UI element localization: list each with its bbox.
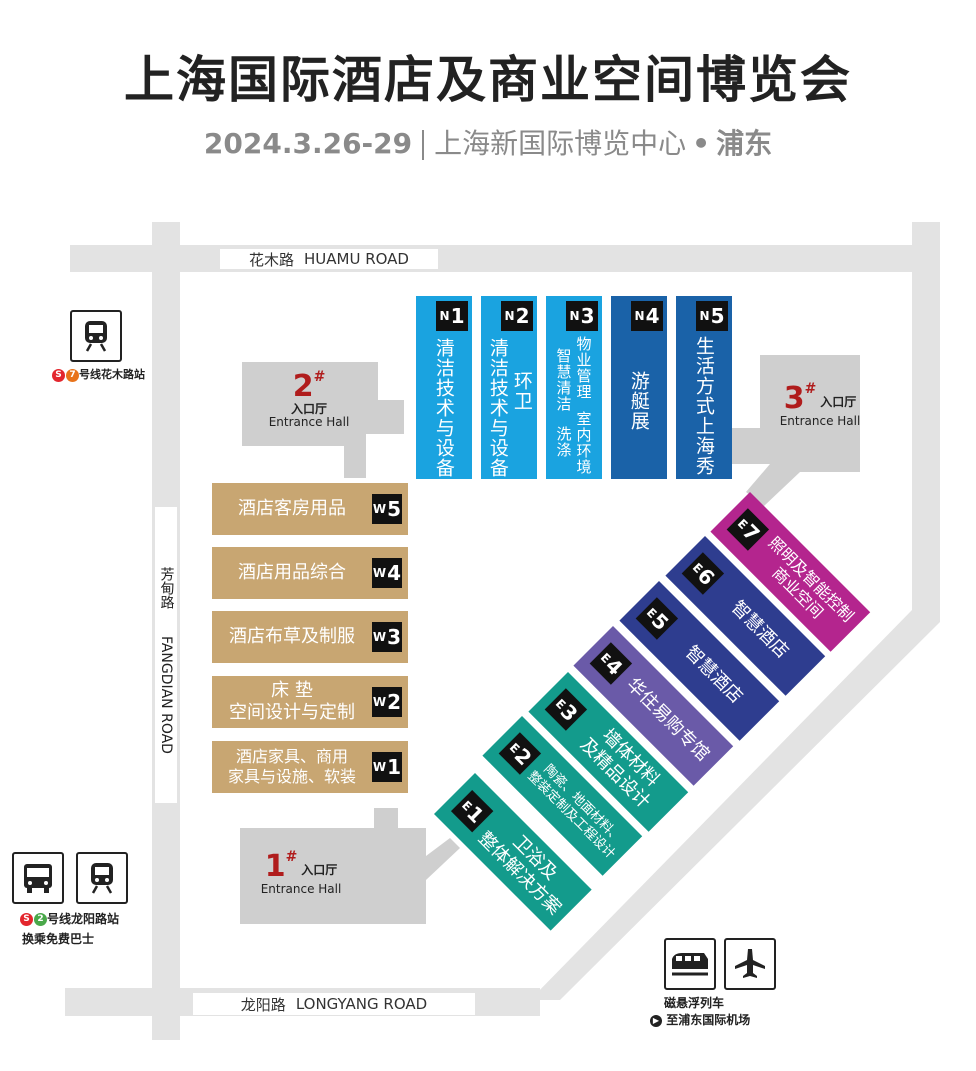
hall-w3-label: 酒店布草及制服 xyxy=(229,625,355,647)
entrance-2: 2# 入口厅 Entrance Hall xyxy=(244,369,374,430)
hall-w1-label: 酒店家具、商用家具与设施、软装 xyxy=(227,747,356,786)
hall-w5-label: 酒店客房用品 xyxy=(238,497,346,519)
entrance-1: 1# 入口厅 Entrance Hall xyxy=(246,849,356,896)
entrance-2-en: Entrance Hall xyxy=(268,415,350,430)
entrance-2-number: 2# xyxy=(292,369,326,404)
maglev-icon xyxy=(664,938,716,990)
entrance-1-en: Entrance Hall xyxy=(260,882,342,896)
divider xyxy=(422,130,425,160)
entrance-3-number: 3# xyxy=(783,381,817,416)
road-fangdian-zh: 芳甸路 xyxy=(158,567,175,609)
page-title: 上海国际酒店及商业空间博览会 xyxy=(124,51,852,109)
maglev-note: ▶ 至浦东国际机场 xyxy=(650,1011,750,1028)
arrow-right-icon: ▶ xyxy=(650,1014,662,1027)
line7-badge: 7 xyxy=(66,368,79,382)
entrance-3: 3# 入口厅 Entrance Hall xyxy=(770,381,870,428)
hall-n3-label2: 智慧清洁 xyxy=(554,348,573,412)
hall-n3-label3: 室内环境 xyxy=(574,411,593,475)
event-date: 2024.3.26-29 xyxy=(203,127,413,160)
entrance-1-number: 1# xyxy=(264,849,298,884)
hall-w4-label: 酒店用品综合 xyxy=(238,561,346,583)
metro-logo-icon-2: S xyxy=(20,913,33,926)
hall-n3-label: 物业管理 xyxy=(574,336,593,400)
road-longyang-zh: 龙阳路 xyxy=(240,995,286,1014)
line2-badge: 2 xyxy=(34,913,47,926)
entrance-3-en: Entrance Hall xyxy=(779,414,861,428)
hall-w2-label: 床 垫空间设计与定制 xyxy=(229,679,355,724)
district-name: 浦东 xyxy=(716,127,773,160)
hall-n3-label4: 洗涤 xyxy=(554,426,573,458)
bus-icon xyxy=(12,852,64,904)
hall-n2-label: 清洁技术与设备 xyxy=(486,338,509,478)
bullet: • xyxy=(692,127,711,160)
maglev-label: 磁悬浮列车 xyxy=(664,996,725,1010)
entrance-3-zh: 入口厅 xyxy=(820,394,857,409)
road-huamu: 花木路 HUAMU ROAD xyxy=(220,249,438,269)
road-longyang-en: LONGYANG ROAD xyxy=(295,995,428,1013)
road-longyang: 龙阳路 LONGYANG ROAD xyxy=(193,993,475,1015)
hall-n4-label: 游艇展 xyxy=(627,371,650,431)
road-huamu-zh: 花木路 xyxy=(248,250,294,269)
road-fangdian: 芳甸路 FANGDIAN ROAD xyxy=(155,507,177,803)
metro2-note: 换乘免费巴士 xyxy=(22,932,95,946)
hall-n1-label: 清洁技术与设备 xyxy=(432,338,455,478)
metro-train-icon xyxy=(70,310,122,362)
venue-name: 上海新国际博览中心 xyxy=(434,127,687,160)
hall-n2-label2: 环卫 xyxy=(510,371,533,411)
airplane-icon xyxy=(724,938,776,990)
metro-logo-icon: S xyxy=(52,368,65,382)
road-huamu-en: HUAMU ROAD xyxy=(304,250,409,268)
hall-n5-label: 生活方式上海秀 xyxy=(692,336,715,476)
subtitle: 2024.3.26-29 上海新国际博览中心•浦东 xyxy=(0,122,976,162)
entrance-2-zh: 入口厅 xyxy=(290,402,327,416)
metro-train-icon-2 xyxy=(76,852,128,904)
entrance-1-zh: 入口厅 xyxy=(301,862,338,877)
